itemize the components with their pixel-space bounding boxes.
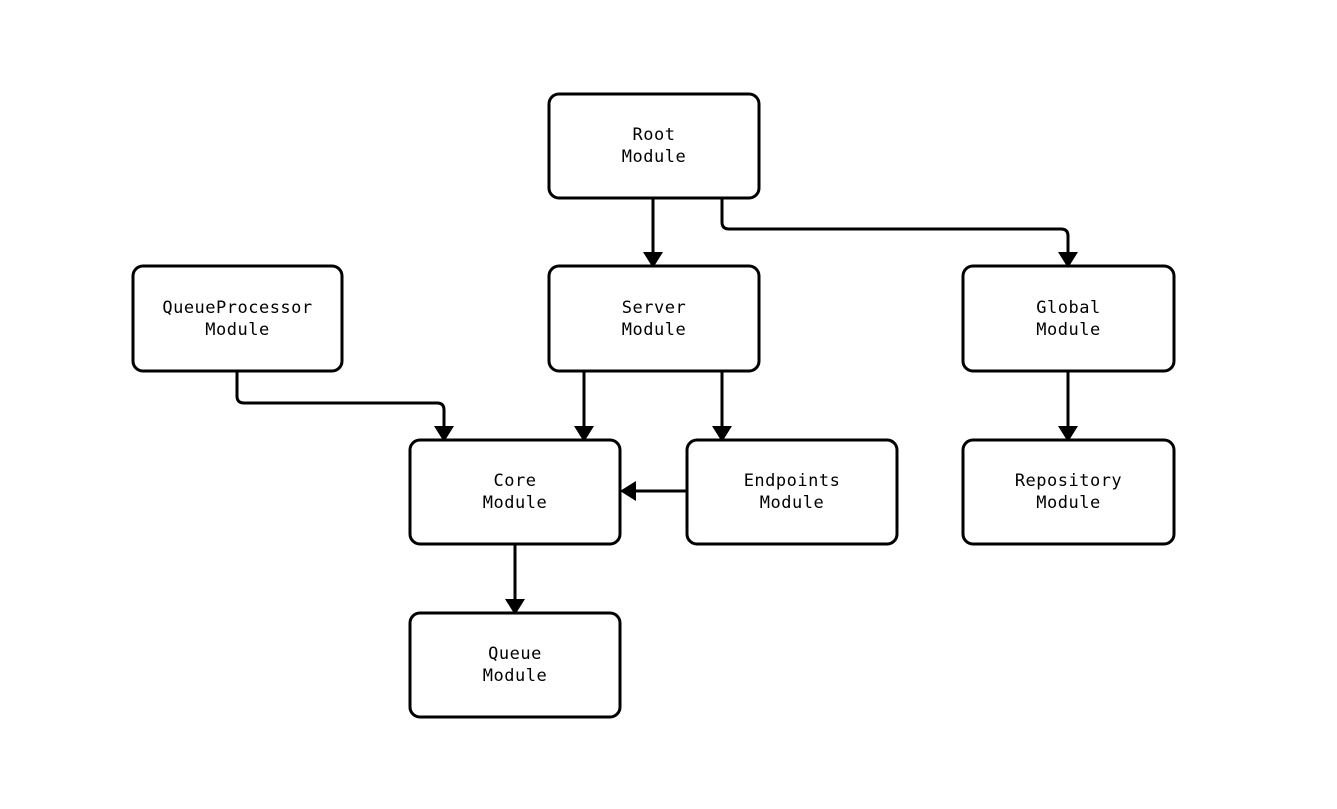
node-box-global[interactable] <box>961 264 1176 373</box>
edge-server-to-core <box>574 371 594 442</box>
edge-global-to-repository <box>1058 371 1078 442</box>
arrow-head-icon <box>1058 252 1078 268</box>
node-box-root[interactable] <box>547 92 761 200</box>
arrow-head-icon <box>712 426 732 442</box>
node-box-core[interactable] <box>408 438 622 546</box>
node-box-repository[interactable] <box>961 438 1176 546</box>
edge-line <box>235 371 446 428</box>
node-box-server[interactable] <box>547 264 761 373</box>
arrow-head-icon <box>1058 426 1078 442</box>
arrow-head-icon <box>574 426 594 442</box>
arrow-head-icon <box>505 599 525 615</box>
edge-queueprocessor-to-core <box>235 371 454 442</box>
node-box-endpoints[interactable] <box>685 438 899 546</box>
node-box-queue[interactable] <box>408 611 622 719</box>
arrow-head-icon <box>434 426 454 442</box>
arrow-head-icon <box>643 252 663 268</box>
edge-root-to-global <box>720 198 1078 268</box>
edge-core-to-queue <box>505 544 525 615</box>
nodes-layer <box>131 92 1176 719</box>
edges-layer <box>235 198 1078 615</box>
edge-server-to-endpoints <box>712 371 732 442</box>
arrow-head-icon <box>620 481 636 501</box>
edge-endpoints-to-core <box>620 481 687 501</box>
node-box-queueprocessor[interactable] <box>131 264 344 373</box>
edge-root-to-server <box>643 198 663 268</box>
edge-line <box>720 198 1070 254</box>
